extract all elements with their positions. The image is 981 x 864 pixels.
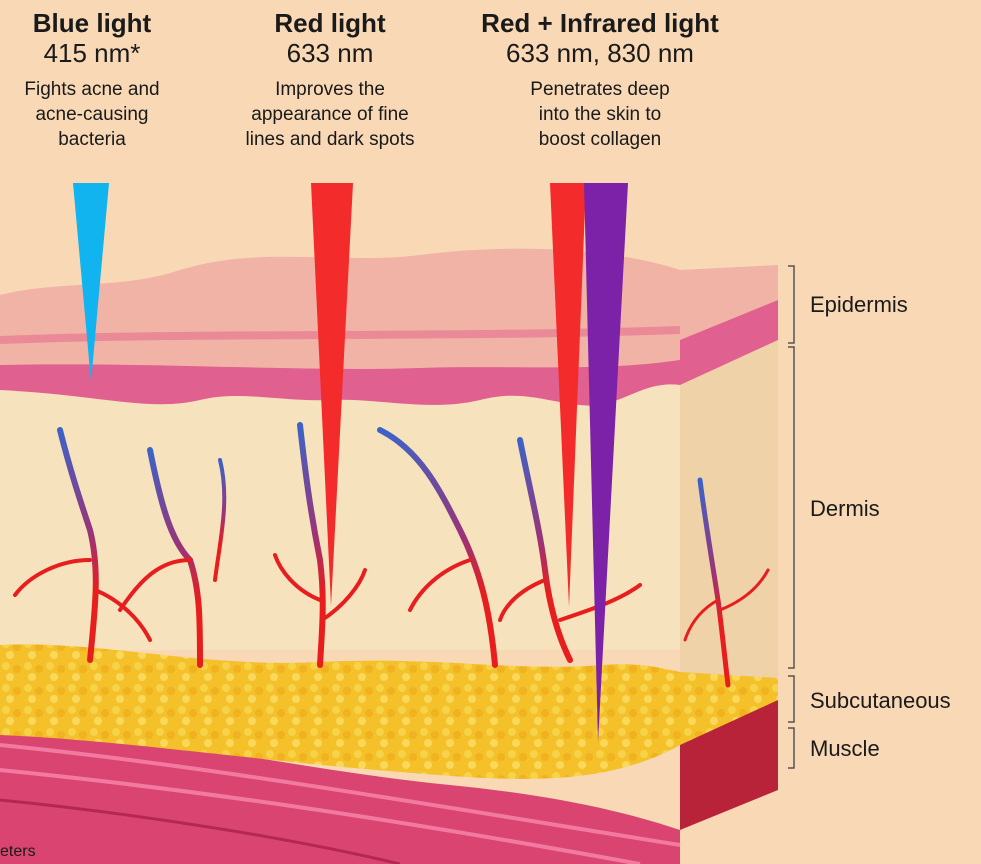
label-epidermis: Epidermis: [810, 292, 908, 318]
blue-light-heading: Blue light 415 nm* Fights acne and acne-…: [0, 8, 184, 152]
footer-text: eters: [0, 843, 36, 861]
label-dermis: Dermis: [810, 496, 880, 522]
red-infrared-description: Penetrates deep into the skin to boost c…: [462, 77, 738, 152]
red-light-wavelength: 633 nm: [222, 38, 438, 68]
label-subcutaneous: Subcutaneous: [810, 688, 951, 714]
blue-light-wavelength: 415 nm*: [0, 38, 184, 68]
layer-brackets: [788, 266, 794, 768]
red-light-heading: Red light 633 nm Improves the appearance…: [222, 8, 438, 152]
blue-light-title: Blue light: [0, 8, 184, 38]
red-light-title: Red light: [222, 8, 438, 38]
label-muscle: Muscle: [810, 736, 880, 762]
red-light-description: Improves the appearance of fine lines an…: [222, 77, 438, 152]
red-infrared-heading: Red + Infrared light 633 nm, 830 nm Pene…: [462, 8, 738, 152]
blue-light-description: Fights acne and acne-causing bacteria: [0, 77, 184, 152]
red-infrared-wavelength: 633 nm, 830 nm: [462, 38, 738, 68]
red-infrared-title: Red + Infrared light: [462, 8, 738, 38]
